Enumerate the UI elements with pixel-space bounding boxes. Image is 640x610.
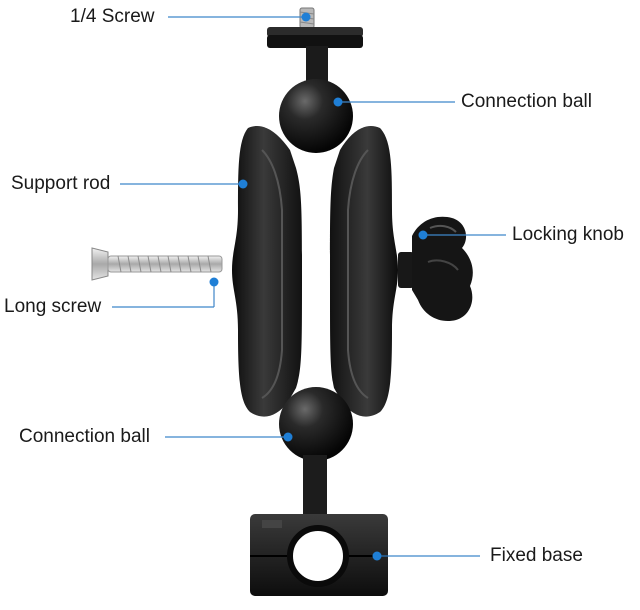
fixed-base-clamp <box>250 514 388 596</box>
connection-ball-top <box>279 79 353 153</box>
callout-ball-top <box>333 97 455 107</box>
callout-locking-knob <box>418 230 506 240</box>
callout-ball-bottom <box>165 432 293 442</box>
label-screw: 1/4 Screw <box>70 6 155 27</box>
base-stem <box>303 455 327 517</box>
callout-screw <box>168 12 311 22</box>
label-connection-ball-bottom: Connection ball <box>19 426 150 447</box>
label-fixed-base: Fixed base <box>490 545 583 566</box>
callout-long-screw <box>112 277 219 308</box>
label-long-screw: Long screw <box>4 296 102 317</box>
label-support-rod: Support rod <box>11 173 111 194</box>
locking-knob <box>398 216 473 322</box>
support-rod-right-arm <box>330 126 398 417</box>
connection-ball-bottom <box>279 387 353 461</box>
label-connection-ball-top: Connection ball <box>461 91 592 112</box>
label-locking-knob: Locking knob <box>512 224 624 245</box>
callout-support-rod <box>120 179 248 189</box>
callout-fixed-base <box>372 551 480 561</box>
long-screw <box>91 247 223 281</box>
support-rod-left-arm <box>232 126 302 417</box>
quarter-inch-screw-assembly <box>267 7 363 88</box>
